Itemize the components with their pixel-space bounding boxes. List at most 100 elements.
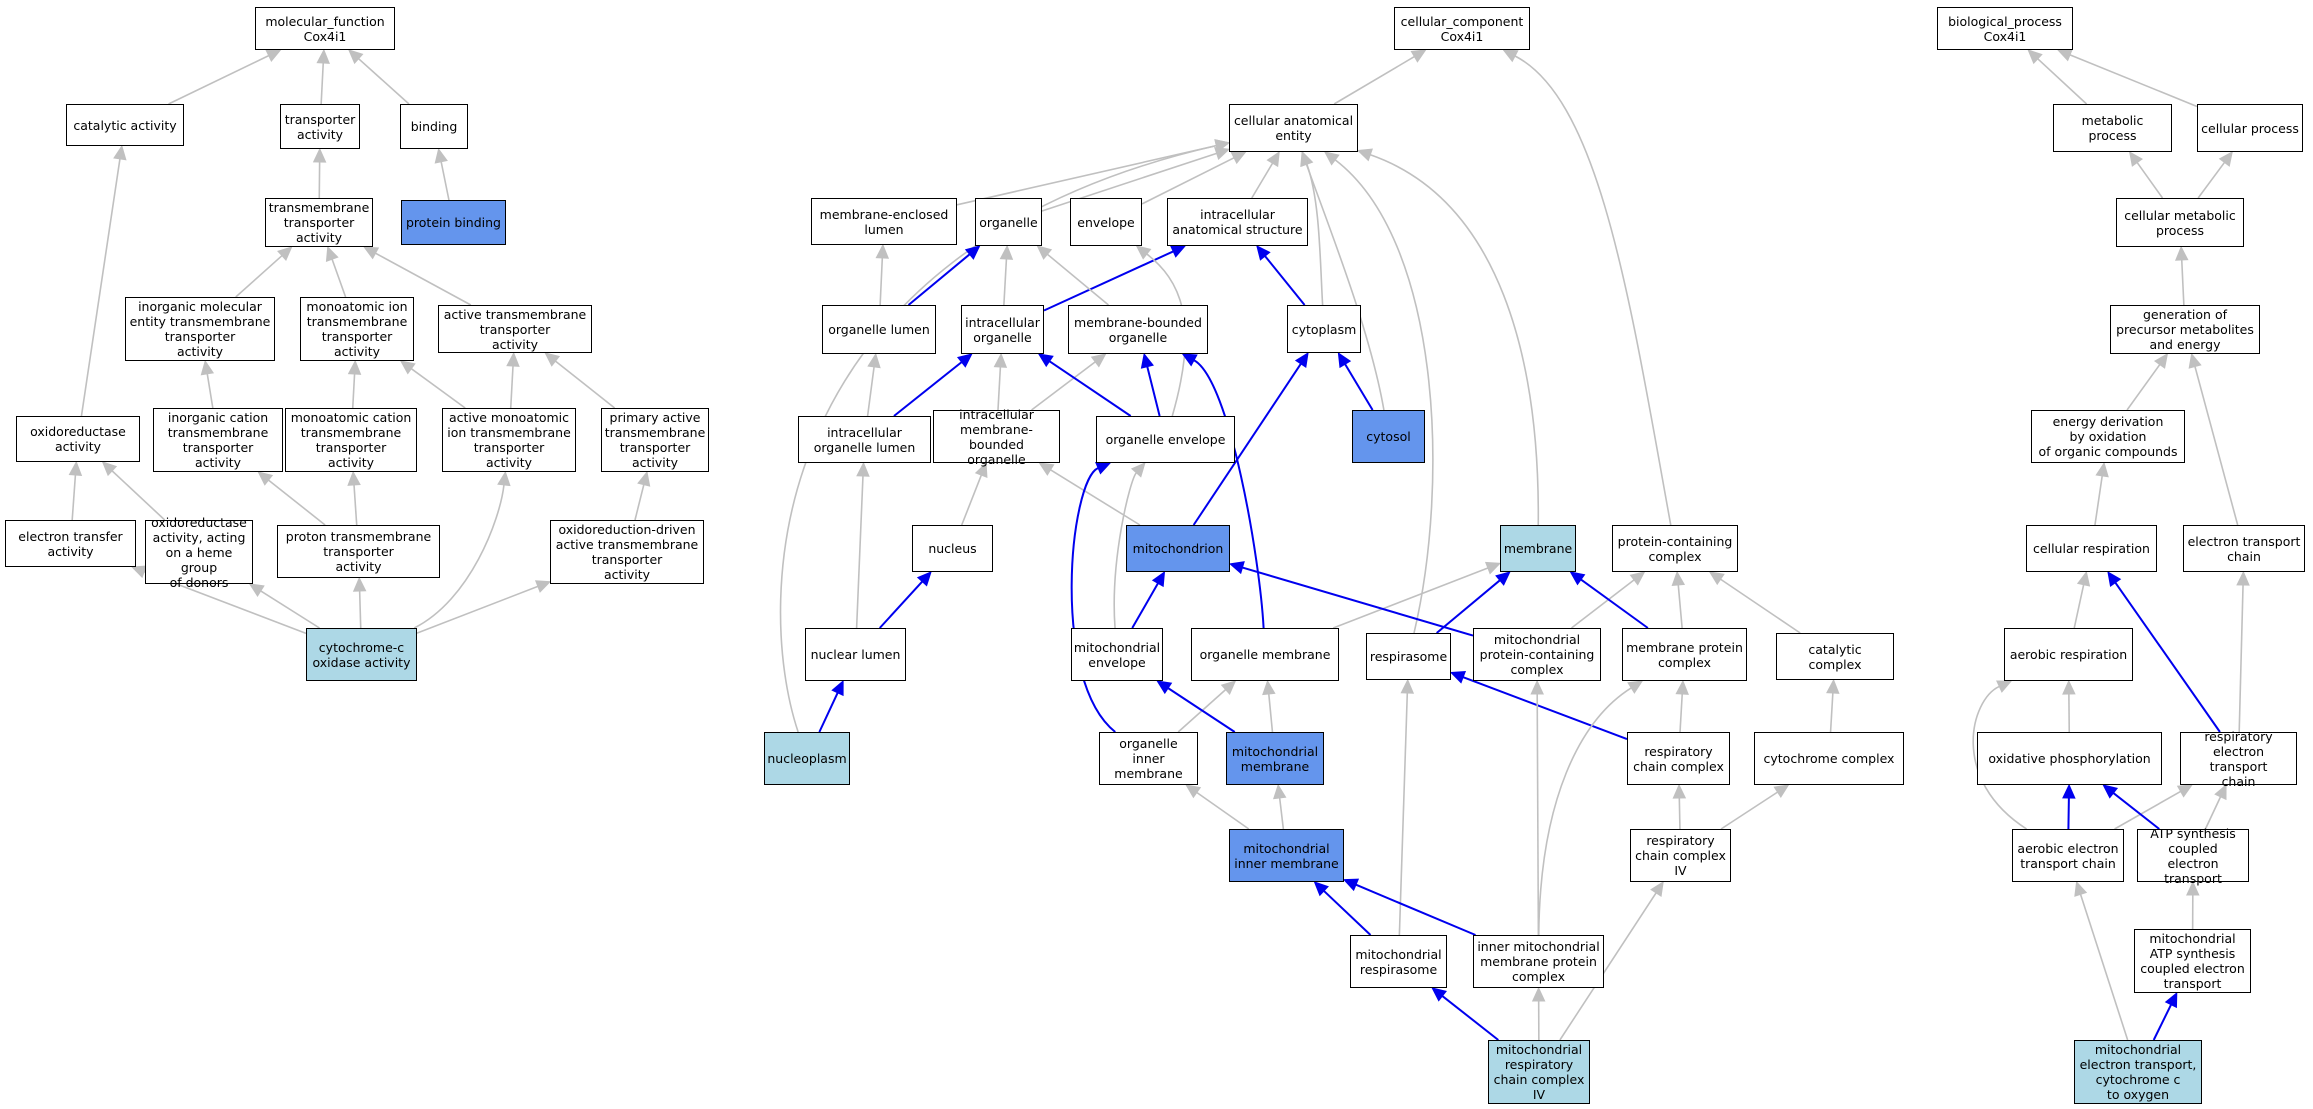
arrowhead-imbo-to-intraorg (993, 352, 1008, 368)
edge-impc-to-mim (1355, 883, 1476, 936)
arrowhead-trans-to-mf (316, 48, 330, 64)
edge-cmp-to-cellproc (2197, 161, 2226, 199)
arrowhead-intraorg-to-ias (1169, 245, 1187, 258)
edge-energyderiv-to-genprec (2126, 364, 2161, 411)
arrowhead-orgenv-to-intraorg (1037, 353, 1054, 368)
arrowhead-cae-to-cc (1410, 49, 1427, 63)
arrowhead-matpsyn-to-atpsyn (2186, 880, 2200, 896)
edge-retc-to-cellresp (2114, 582, 2221, 733)
edge-etrans-to-oxred (71, 474, 77, 521)
arrowhead-envelope-to-cae (1230, 151, 1247, 165)
go-term-node-bp: biological_process Cox4i1 (1937, 7, 2073, 50)
go-term-node-orgenv: organelle envelope (1096, 416, 1235, 463)
edge-nucleus-to-imbo (960, 474, 983, 526)
arrowhead-rcc4-to-rcc (1672, 783, 1687, 799)
arrowhead-orgmem-to-membrane (1484, 561, 1502, 575)
edge-catcomplex-to-pcc (1720, 578, 1801, 634)
edge-monoion-to-tmt (331, 258, 347, 298)
edge-cytc-to-proton (358, 590, 362, 629)
arrowhead-catcomplex-to-pcc (1708, 571, 1725, 586)
edge-cytosol-to-cae (1305, 163, 1385, 411)
arrowhead-imbo-to-mbo (1090, 353, 1107, 368)
arrowhead-inorgcat-to-inorgmol (200, 359, 215, 376)
go-term-node-cc: cellular_component Cox4i1 (1394, 7, 1530, 50)
go-term-node-mitomem: mitochondrial membrane (1226, 732, 1324, 785)
edge-activetmt-to-tmt (375, 252, 472, 306)
edge-mitoenv-to-orgenv (1113, 472, 1138, 629)
arrowhead-cmp-to-cellproc (2218, 151, 2233, 167)
arrowhead-cellresp-to-energyderiv (2095, 461, 2109, 478)
go-term-node-inorgcat: inorganic cation transmembrane transport… (153, 408, 283, 472)
go-term-node-mpcc: mitochondrial protein-containing complex (1473, 628, 1601, 681)
arrowhead-cytc-to-proton (352, 576, 367, 592)
go-term-node-genprec: generation of precursor metabolites and … (2110, 305, 2260, 354)
arrowhead-monoion-to-tmt (325, 245, 339, 262)
edge-mito-to-imbo (1050, 469, 1141, 526)
arrowhead-oim-to-orgenv (1095, 462, 1112, 475)
edge-mitomem-to-mitoenv (1167, 687, 1236, 733)
arrowhead-mito-to-imbo (1038, 462, 1055, 476)
arrowhead-oxphos-to-aerresp (2062, 679, 2076, 695)
edge-nuclum-to-nucleus (879, 580, 923, 629)
go-term-node-mbo: membrane-bounded organelle (1068, 305, 1208, 354)
edge-proton-to-inorgcat (268, 479, 326, 526)
edge-bind-to-mf (358, 58, 410, 105)
edge-aetc-to-retc (2114, 790, 2182, 830)
edge-rcc-to-mpc (1679, 693, 1684, 733)
go-term-node-aerresp: aerobic respiration (2004, 628, 2133, 681)
arrowhead-activetmt-to-tmt (363, 246, 380, 260)
edge-orglumen-to-mel (879, 257, 884, 306)
edge-nucleoplasm-to-nuclum (818, 692, 839, 733)
go-term-node-oxred: oxidoreductase activity (16, 416, 140, 462)
edge-impc-to-mpcc (1536, 693, 1540, 936)
arrowhead-retc-to-cellresp (2107, 571, 2122, 587)
arrowhead-mitomem-to-orgmem (1262, 679, 1276, 696)
arrowhead-aetc-to-oxphos (2062, 783, 2076, 799)
edge-mpc-to-pcc (1677, 584, 1683, 629)
go-term-node-mito: mitochondrion (1126, 525, 1230, 572)
edge-trans-to-mf (320, 62, 325, 105)
edge-inorgcat-to-inorgmol (206, 373, 214, 409)
edge-intraorg-to-ias (1043, 250, 1174, 312)
arrowhead-mpcc-to-mito (1228, 561, 1245, 575)
edge-rcc-to-respirasome (1462, 676, 1628, 740)
go-term-node-organelle: organelle (975, 198, 1042, 246)
arrowhead-mitoenv-to-mito (1151, 570, 1166, 588)
edge-cmp-to-metab (2136, 162, 2164, 199)
arrowhead-rcc-to-respirasome (1449, 670, 1467, 684)
edge-cytc-to-oxdriven (416, 585, 539, 634)
go-term-node-metab: metabolic process (2053, 104, 2172, 152)
arrowhead-cytc-to-oxdriven (534, 580, 552, 593)
edge-metc-to-aetc (2079, 894, 2129, 1041)
edge-mbo-to-organelle (1046, 253, 1110, 306)
go-term-node-mitoresp: mitochondrial respirasome (1350, 935, 1447, 988)
go-term-node-monoion: monoatomic ion transmembrane transporter… (300, 297, 414, 361)
arrowhead-ias-to-cae (1266, 150, 1280, 168)
go-term-node-cytosol: cytosol (1352, 410, 1425, 463)
go-term-node-protbind: protein binding (401, 200, 506, 245)
edge-genprec-to-cmp (2180, 259, 2185, 306)
edge-ias-to-cae (1251, 162, 1274, 199)
arrowhead-inorgmol-to-tmt (277, 246, 293, 262)
arrowhead-mitoenv-to-orgenv (1130, 462, 1146, 478)
go-term-node-oxphos: oxidative phosphorylation (1977, 732, 2162, 785)
go-term-node-mitoenv: mitochondrial envelope (1071, 628, 1163, 681)
arrowhead-respirasome-to-cae (1323, 151, 1340, 166)
edge-iol-to-intraorg (893, 361, 963, 417)
go-term-node-etrans: electron transfer activity (5, 520, 136, 567)
arrowhead-mpc-to-membrane (1569, 571, 1586, 586)
arrowhead-etrans-to-oxred (68, 460, 83, 476)
edge-proton-to-monocat (353, 484, 358, 526)
arrowhead-tmt-to-trans (312, 147, 327, 163)
go-term-node-cellresp: cellular respiration (2026, 525, 2157, 572)
arrowhead-cytosol-to-cae (1300, 150, 1314, 167)
arrowhead-pcc-to-cc (1502, 49, 1519, 63)
go-term-node-etc: electron transport chain (2183, 525, 2305, 572)
arrowhead-cytc-to-activemono (497, 470, 511, 487)
arrowhead-bind-to-mf (348, 49, 364, 65)
go-term-node-imbo: intracellular membrane-bounded organelle (933, 407, 1060, 467)
go-term-node-cytoplasm: cytoplasm (1287, 305, 1361, 353)
arrowhead-monocat-to-monoion (347, 359, 362, 375)
edge-iol-to-orglumen (866, 366, 875, 417)
